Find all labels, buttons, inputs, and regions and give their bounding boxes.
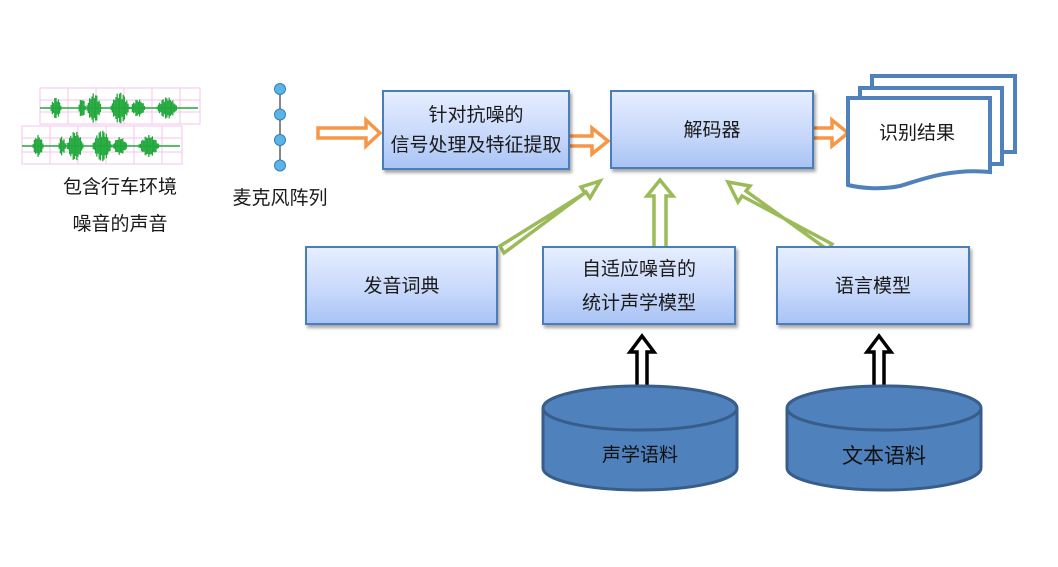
result-label: 识别结果: [878, 122, 955, 144]
lexicon-box[interactable]: 发音词典: [305, 246, 498, 325]
acoustic-corpus-label: 声学语料: [601, 444, 678, 466]
input-audio-label: 包含行车环境 噪音的声音: [30, 172, 210, 236]
arrow-lexicon-to-decoder: [497, 177, 604, 256]
text-corpus-cylinder-icon: [785, 384, 983, 492]
language-model-box[interactable]: 语言模型: [776, 246, 970, 325]
waveform-icon: [21, 87, 201, 165]
input-label-line2: 噪音的声音: [72, 213, 168, 235]
arrow-acoustic-model-to-decoder: [643, 177, 677, 254]
signal-processing-line1: 针对抗噪的: [428, 104, 524, 126]
acoustic-corpus-cylinder-icon: [541, 384, 739, 492]
microphone-node-icon: [274, 83, 286, 95]
lexicon-label: 发音词典: [363, 274, 440, 297]
mic-array-label: 麦克风阵列: [232, 187, 328, 209]
acoustic-model-line1: 自适应噪音的: [581, 257, 696, 280]
arrow-language-model-to-decoder: [724, 179, 835, 253]
signal-processing-line2: 信号处理及特征提取: [390, 134, 562, 156]
language-model-label: 语言模型: [834, 274, 911, 297]
microphone-node-icon: [274, 134, 286, 146]
acoustic-model-box[interactable]: 自适应噪音的 统计声学模型: [542, 246, 736, 325]
microphone-array-icon: [274, 83, 286, 172]
waveform-bottom: [22, 130, 180, 162]
arrow-mic-to-signal: [316, 115, 383, 151]
input-label-line1: 包含行车环境: [62, 176, 177, 198]
waveform-top: [40, 92, 198, 124]
decoder-label: 解码器: [683, 118, 741, 141]
text-corpus-label: 文本语料: [842, 444, 926, 468]
microphone-node-icon: [274, 108, 286, 121]
microphone-node-icon: [274, 159, 286, 172]
signal-processing-box[interactable]: 针对抗噪的 信号处理及特征提取: [382, 90, 570, 170]
decoder-box[interactable]: 解码器: [610, 90, 814, 169]
multi-document-icon: [846, 74, 1017, 191]
acoustic-model-line2: 统计声学模型: [581, 291, 696, 314]
